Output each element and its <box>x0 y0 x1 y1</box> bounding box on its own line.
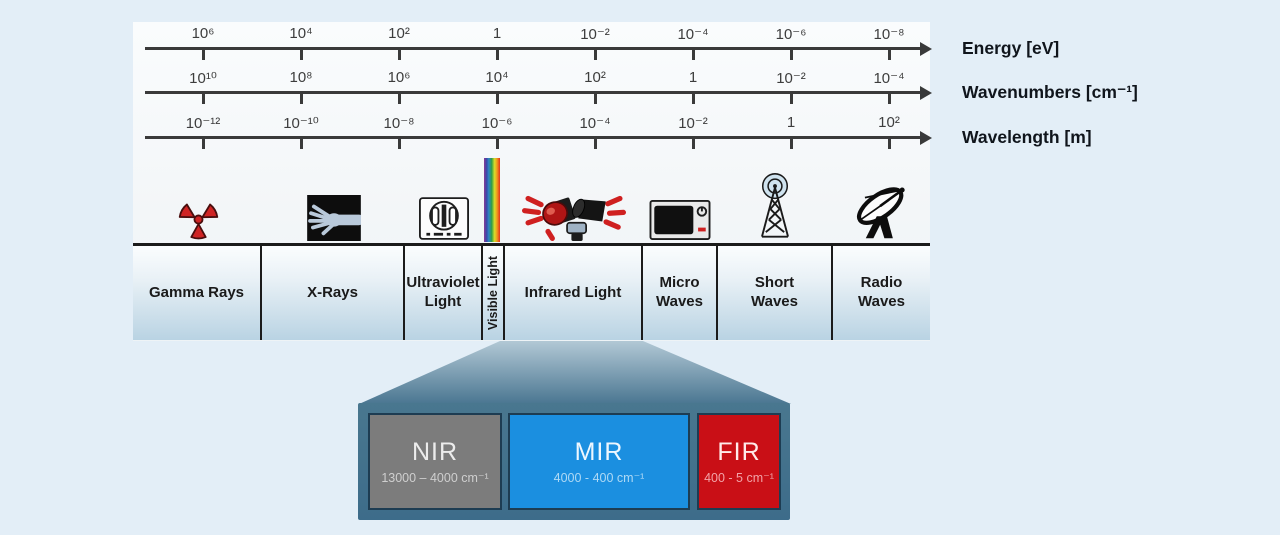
band-micro-waves: Micro Waves <box>643 246 718 340</box>
tick-label: 10⁸ <box>289 69 313 86</box>
tick-label: 10⁻⁴ <box>579 115 611 132</box>
band-infrared-light: Infrared Light <box>505 246 643 340</box>
tick-label: 10⁻⁶ <box>775 26 807 43</box>
wavenumbers-unit-label: Wavenumbers [cm⁻¹] <box>962 82 1138 102</box>
band-label: Radio Waves <box>858 274 905 310</box>
tick-label: 10⁶ <box>387 69 411 86</box>
tick-label: 1 <box>688 69 698 86</box>
tick-label: 10² <box>878 114 900 131</box>
zoom-funnel <box>359 341 791 404</box>
uv-lamp-icon <box>419 197 469 245</box>
tick-label: 10⁻⁶ <box>481 115 513 132</box>
mir-label: MIR <box>574 438 624 466</box>
arrow-right-icon <box>920 85 932 100</box>
tick-label: 10⁻¹² <box>185 115 221 132</box>
fir-label: FIR <box>717 438 761 466</box>
tick-label: 1 <box>492 25 502 42</box>
tick-label: 10⁻² <box>580 26 610 43</box>
tick-label: 10⁴ <box>289 25 313 42</box>
wavelength-unit-label: Wavelength [m] <box>962 127 1092 147</box>
axis-line <box>145 130 932 145</box>
band-radio-waves: Radio Waves <box>833 246 930 340</box>
band-label: Gamma Rays <box>148 283 245 301</box>
radiation-icon <box>176 197 221 247</box>
band-label: Short Waves <box>751 274 798 310</box>
nir-range: 13000 – 4000 cm⁻¹ <box>381 471 489 485</box>
band-label: Visible Light <box>486 255 500 331</box>
tick-label: 10⁻⁴ <box>677 26 709 43</box>
band-ultraviolet-light: Ultraviolet Light <box>405 246 483 340</box>
nir-label: NIR <box>411 438 459 466</box>
tick-label: 10⁶ <box>191 25 215 42</box>
band-short-waves: Short Waves <box>718 246 833 340</box>
wavenumbers-axis: 10¹⁰ 10⁸ 10⁶ 10⁴ 10² 1 10⁻² 10⁻⁴ <box>145 67 932 109</box>
tick-label: 10² <box>584 69 606 86</box>
radio-tower-icon <box>752 172 798 245</box>
band-label: Micro Waves <box>656 274 703 310</box>
mir-range: 4000 - 400 cm⁻¹ <box>553 471 645 485</box>
arrow-right-icon <box>920 41 932 56</box>
tick-label: 10⁻² <box>776 70 806 87</box>
microwave-oven-icon <box>649 200 711 245</box>
nir-region: NIR 13000 – 4000 cm⁻¹ <box>368 413 502 510</box>
mir-region: MIR 4000 - 400 cm⁻¹ <box>508 413 690 510</box>
band-label: Ultraviolet Light <box>406 274 480 310</box>
tick-label: 10¹⁰ <box>189 70 217 87</box>
tick-label: 10⁻⁴ <box>873 70 905 87</box>
infrared-lamps-icon <box>522 186 626 249</box>
tick-label: 10⁻⁸ <box>873 26 905 43</box>
tick-label: 10⁴ <box>485 69 509 86</box>
band-x-rays: X-Rays <box>262 246 405 340</box>
tick-label: 10⁻⁸ <box>383 115 415 132</box>
satellite-dish-icon <box>848 184 914 245</box>
spectrum-strip-icon <box>484 158 500 242</box>
tick-label: 1 <box>786 114 796 131</box>
energy-unit-label: Energy [eV] <box>962 38 1060 58</box>
fir-region: FIR 400 - 5 cm⁻¹ <box>697 413 781 510</box>
tick-label: 10² <box>388 25 410 42</box>
energy-axis: 10⁶ 10⁴ 10² 1 10⁻² 10⁻⁴ 10⁻⁶ 10⁻⁸ <box>145 23 932 65</box>
arrow-right-icon <box>920 130 932 145</box>
band-label: Infrared Light <box>524 283 622 301</box>
infrared-detail-panel: NIR 13000 – 4000 cm⁻¹ MIR 4000 - 400 cm⁻… <box>358 403 790 520</box>
fir-range: 400 - 5 cm⁻¹ <box>704 471 774 485</box>
wavelength-axis: 10⁻¹² 10⁻¹⁰ 10⁻⁸ 10⁻⁶ 10⁻⁴ 10⁻² 1 10² <box>145 112 932 154</box>
tick-label: 10⁻² <box>678 115 708 132</box>
band-visible-light: Visible Light <box>483 246 505 340</box>
tick-label: 10⁻¹⁰ <box>283 115 319 132</box>
xray-hand-icon <box>307 195 365 246</box>
band-label: X-Rays <box>307 283 358 301</box>
band-row: Gamma Rays X-Rays Ultraviolet Light Visi… <box>133 243 930 340</box>
axis-line <box>145 85 932 100</box>
axis-line <box>145 41 932 56</box>
band-gamma-rays: Gamma Rays <box>133 246 262 340</box>
